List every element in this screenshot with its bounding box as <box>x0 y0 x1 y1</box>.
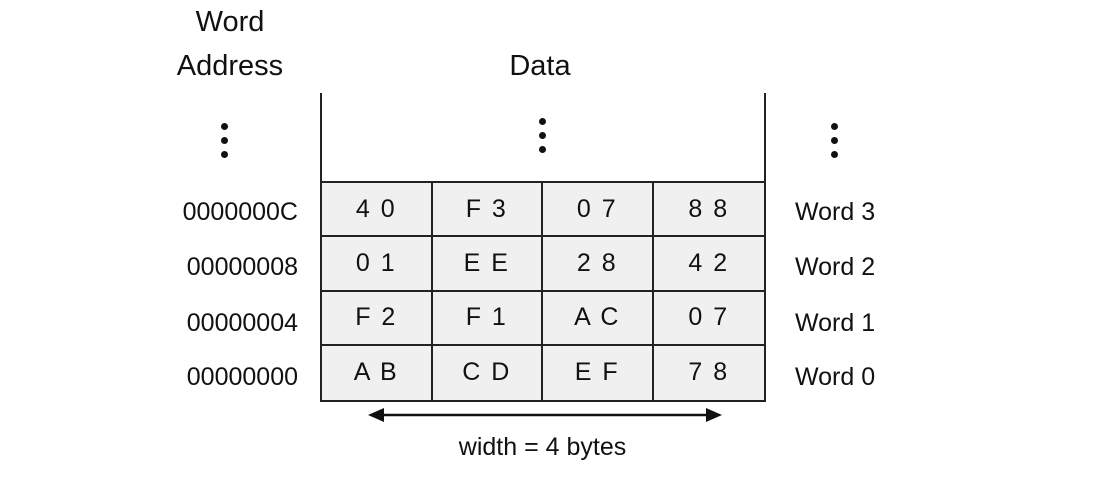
memory-grid: 4 0 F 3 0 7 8 8 0 1 E E 2 8 4 2 F 2 F 1 … <box>320 181 766 402</box>
byte-cell: 0 7 <box>543 183 654 238</box>
byte-cell: 0 7 <box>653 291 764 346</box>
byte-cell: A C <box>543 291 654 346</box>
word-label: Word 2 <box>795 253 876 281</box>
address-label: 00000004 <box>186 309 298 337</box>
memory-left-wall <box>320 93 322 183</box>
word-address-header-line1: Word <box>195 6 265 38</box>
data-ellipsis-icon <box>539 118 547 166</box>
byte-cell: 4 0 <box>322 183 433 238</box>
byte-cell: 0 1 <box>322 237 433 292</box>
byte-cell: E F <box>543 345 654 400</box>
byte-cell: 2 8 <box>543 237 654 292</box>
address-label: 00000000 <box>186 363 298 391</box>
byte-cell: A B <box>322 345 433 400</box>
word-ellipsis-icon <box>831 123 839 171</box>
width-double-arrow-icon <box>368 408 722 422</box>
address-label: 00000008 <box>186 253 298 281</box>
word-label: Word 3 <box>795 198 876 226</box>
byte-cell: F 2 <box>322 291 433 346</box>
byte-cell: F 1 <box>432 291 543 346</box>
byte-cell: 8 8 <box>653 183 764 238</box>
byte-cell: E E <box>432 237 543 292</box>
word-label: Word 0 <box>795 363 876 391</box>
byte-cell: C D <box>432 345 543 400</box>
data-header: Data <box>509 50 571 82</box>
memory-right-wall <box>764 93 766 183</box>
byte-cell: F 3 <box>432 183 543 238</box>
byte-cell: 4 2 <box>653 237 764 292</box>
address-label: 0000000C <box>182 198 298 226</box>
word-address-header-line2: Address <box>176 50 284 82</box>
width-label: width = 4 bytes <box>458 433 627 461</box>
word-label: Word 1 <box>795 309 876 337</box>
address-ellipsis-icon <box>221 123 229 171</box>
byte-cell: 7 8 <box>653 345 764 400</box>
